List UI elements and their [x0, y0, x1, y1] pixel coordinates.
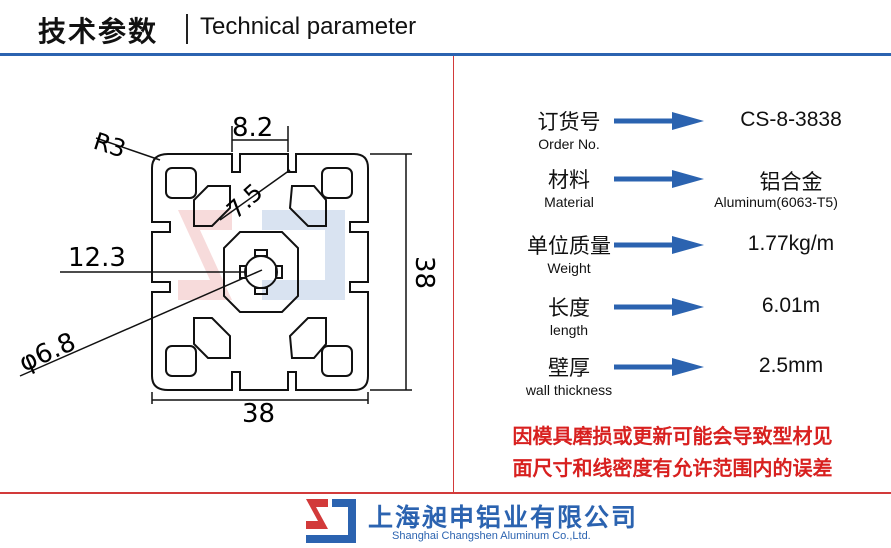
dim-hole-label: φ6.8	[15, 327, 81, 378]
notice-line-2: 面尺寸和线密度有允许范围内的误差	[512, 456, 833, 480]
notice-line-1: 因模具磨损或更新可能会导致型材见	[512, 424, 833, 448]
param-value: 1.77kg/m	[747, 232, 835, 255]
title-separator	[186, 14, 188, 44]
parameter-panel: 订货号 Order No. CS-8-3838 材料 Material 铝合金 …	[454, 56, 891, 492]
title-en: Technical parameter	[200, 13, 417, 40]
dim-width-label: 38	[242, 399, 275, 429]
param-value-sub: Aluminum(6063-T5)	[714, 194, 838, 210]
arrow-icon	[614, 236, 704, 254]
arrow-icon	[614, 112, 704, 130]
param-label-cn: 订货号	[537, 110, 601, 134]
vertical-divider	[453, 56, 454, 493]
param-label-en: Weight	[547, 260, 591, 276]
param-label-cn: 单位质量	[527, 234, 611, 258]
param-row-material: 材料 Material 铝合金 Aluminum(6063-T5)	[454, 164, 891, 224]
title-cn: 技术参数	[38, 15, 159, 48]
watermark-logo	[178, 210, 345, 300]
param-row-length: 长度 length 6.01m	[454, 292, 891, 352]
param-label-cn: 壁厚	[548, 356, 590, 380]
param-label-cn: 材料	[548, 168, 590, 192]
param-label-en: length	[549, 322, 589, 338]
param-value: 2.5mm	[758, 354, 824, 377]
arrow-icon	[614, 358, 704, 376]
dim-center-label: 12.3	[68, 243, 126, 273]
arrow-icon	[614, 298, 704, 316]
param-label-en: wall thickness	[525, 382, 613, 398]
company-name-en: Shanghai Changshen Aluminum Co.,Ltd.	[392, 530, 591, 542]
dim-height-label: 38	[409, 256, 439, 289]
param-label-en: Material	[544, 194, 594, 210]
param-row-weight: 单位质量 Weight 1.77kg/m	[454, 230, 891, 290]
dimension-lines	[19, 126, 412, 404]
param-value: 铝合金	[759, 171, 823, 194]
header: 技术参数 Technical parameter	[0, 0, 891, 56]
param-row-order: 订货号 Order No. CS-8-3838	[454, 106, 891, 166]
param-row-wall: 壁厚 wall thickness 2.5mm	[454, 352, 891, 412]
param-value: 6.01m	[761, 294, 821, 317]
dim-r3-label: R3	[90, 127, 129, 164]
bottom-rule	[0, 492, 891, 494]
profile-outline	[151, 153, 369, 391]
company-name-cn: 上海昶申铝业有限公司	[368, 503, 639, 532]
param-label-cn: 长度	[548, 296, 590, 320]
footer: 上海昶申铝业有限公司 Shanghai Changshen Aluminum C…	[0, 494, 891, 548]
company-logo-icon	[306, 499, 356, 543]
param-label-en: Order No.	[538, 136, 600, 152]
profile-drawing: R3 8.2 7.5 12.3 φ6.8 38 38	[15, 113, 439, 429]
param-value: CS-8-3838	[740, 108, 842, 131]
top-rule	[0, 53, 891, 56]
dim-slot-label: 8.2	[232, 113, 273, 143]
arrow-icon	[614, 170, 704, 188]
